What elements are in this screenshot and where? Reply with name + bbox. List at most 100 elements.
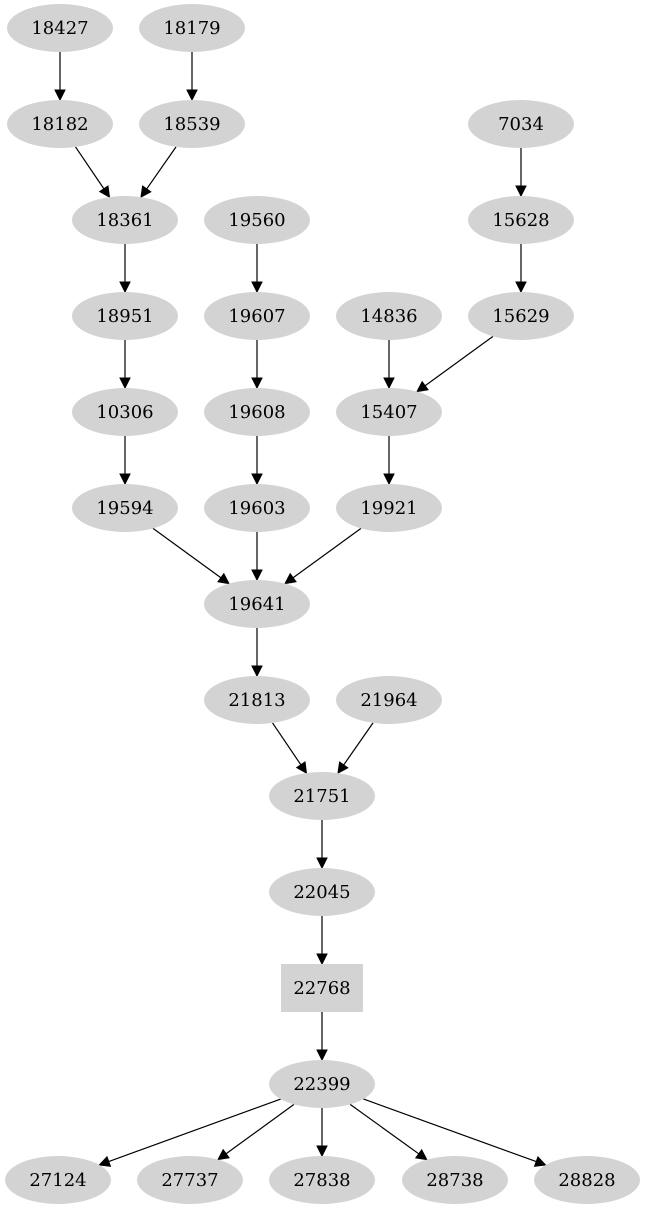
graph-node-19603[interactable]: 19603 xyxy=(204,484,310,532)
graph-node-19641[interactable]: 19641 xyxy=(204,580,310,628)
edge-22399-to-27737 xyxy=(217,1103,295,1161)
node-ellipse[interactable] xyxy=(72,484,178,532)
node-label: 7034 xyxy=(498,114,544,135)
graph-node-18179[interactable]: 18179 xyxy=(139,4,245,52)
node-label: 10306 xyxy=(96,402,153,423)
node-ellipse[interactable] xyxy=(7,4,113,52)
graph-node-18539[interactable]: 18539 xyxy=(139,100,245,148)
arrowhead-icon xyxy=(295,761,308,774)
graph-node-18427[interactable]: 18427 xyxy=(7,4,113,52)
node-ellipse[interactable] xyxy=(5,1156,111,1204)
node-ellipse[interactable] xyxy=(204,580,310,628)
node-label: 28738 xyxy=(426,1170,483,1191)
arrowhead-icon xyxy=(251,665,263,678)
node-label: 28828 xyxy=(558,1170,615,1191)
graph-node-10306[interactable]: 10306 xyxy=(72,388,178,436)
graph-node-19560[interactable]: 19560 xyxy=(204,196,310,244)
graph-node-27737[interactable]: 27737 xyxy=(137,1156,243,1204)
node-ellipse[interactable] xyxy=(72,196,178,244)
edges-layer xyxy=(54,52,547,1167)
edge-15628-to-15629 xyxy=(515,244,527,294)
edge-19641-to-21813 xyxy=(251,628,263,678)
node-ellipse[interactable] xyxy=(139,100,245,148)
node-label: 18539 xyxy=(163,114,220,135)
edge-19608-to-19603 xyxy=(251,436,263,486)
graph-node-28828[interactable]: 28828 xyxy=(534,1156,640,1204)
graph-node-15628[interactable]: 15628 xyxy=(468,196,574,244)
node-label: 15629 xyxy=(492,306,549,327)
node-ellipse[interactable] xyxy=(72,388,178,436)
node-ellipse[interactable] xyxy=(269,1156,375,1204)
edge-line xyxy=(343,722,374,766)
node-ellipse[interactable] xyxy=(269,868,375,916)
node-ellipse[interactable] xyxy=(204,196,310,244)
graph-node-27838[interactable]: 27838 xyxy=(269,1156,375,1204)
graph-node-21751[interactable]: 21751 xyxy=(269,772,375,820)
arrowhead-icon xyxy=(284,572,297,585)
graph-node-14836[interactable]: 14836 xyxy=(336,292,442,340)
node-ellipse[interactable] xyxy=(204,676,310,724)
node-ellipse[interactable] xyxy=(269,772,375,820)
edge-15407-to-19921 xyxy=(383,436,395,486)
node-ellipse[interactable] xyxy=(204,292,310,340)
arrowhead-icon xyxy=(515,185,527,198)
graph-node-19594[interactable]: 19594 xyxy=(72,484,178,532)
edge-18182-to-18361 xyxy=(75,146,111,198)
node-ellipse[interactable] xyxy=(7,100,113,148)
node-ellipse[interactable] xyxy=(468,292,574,340)
node-label: 22045 xyxy=(293,882,350,903)
graph-node-21964[interactable]: 21964 xyxy=(336,676,442,724)
graph-node-22045[interactable]: 22045 xyxy=(269,868,375,916)
arrowhead-icon xyxy=(251,569,263,582)
node-ellipse[interactable] xyxy=(336,676,442,724)
node-label: 19607 xyxy=(228,306,285,327)
node-ellipse[interactable] xyxy=(336,484,442,532)
graph-node-19607[interactable]: 19607 xyxy=(204,292,310,340)
graph-node-7034[interactable]: 7034 xyxy=(468,100,574,148)
node-ellipse[interactable] xyxy=(402,1156,508,1204)
graph-node-18951[interactable]: 18951 xyxy=(72,292,178,340)
node-box[interactable] xyxy=(281,964,363,1012)
graph-node-15629[interactable]: 15629 xyxy=(468,292,574,340)
node-label: 15628 xyxy=(492,210,549,231)
node-label: 21751 xyxy=(293,786,350,807)
node-ellipse[interactable] xyxy=(204,484,310,532)
graph-node-22768[interactable]: 22768 xyxy=(281,964,363,1012)
graph-node-28738[interactable]: 28738 xyxy=(402,1156,508,1204)
graph-node-18361[interactable]: 18361 xyxy=(72,196,178,244)
node-ellipse[interactable] xyxy=(336,388,442,436)
node-ellipse[interactable] xyxy=(534,1156,640,1204)
arrowhead-icon xyxy=(316,953,328,966)
graph-node-21813[interactable]: 21813 xyxy=(204,676,310,724)
node-ellipse[interactable] xyxy=(72,292,178,340)
node-ellipse[interactable] xyxy=(137,1156,243,1204)
node-ellipse[interactable] xyxy=(468,100,574,148)
graph-node-19921[interactable]: 19921 xyxy=(336,484,442,532)
node-label: 18179 xyxy=(163,18,220,39)
node-label: 27124 xyxy=(29,1170,86,1191)
arrowhead-icon xyxy=(515,281,527,294)
edge-22399-to-27124 xyxy=(98,1098,281,1167)
edge-21964-to-21751 xyxy=(337,722,374,775)
node-label: 19603 xyxy=(228,498,285,519)
node-ellipse[interactable] xyxy=(204,388,310,436)
graph-node-22399[interactable]: 22399 xyxy=(269,1060,375,1108)
arrowhead-icon xyxy=(414,1148,428,1161)
node-ellipse[interactable] xyxy=(336,292,442,340)
edge-15629-to-15407 xyxy=(416,335,494,393)
node-ellipse[interactable] xyxy=(468,196,574,244)
arrowhead-icon xyxy=(383,377,395,390)
node-label: 18361 xyxy=(96,210,153,231)
node-ellipse[interactable] xyxy=(269,1060,375,1108)
arrowhead-icon xyxy=(98,1155,112,1167)
edge-19603-to-19641 xyxy=(251,532,263,582)
graph-node-19608[interactable]: 19608 xyxy=(204,388,310,436)
graph-node-27124[interactable]: 27124 xyxy=(5,1156,111,1204)
edge-line xyxy=(225,1103,295,1155)
graph-node-18182[interactable]: 18182 xyxy=(7,100,113,148)
node-ellipse[interactable] xyxy=(139,4,245,52)
graph-node-15407[interactable]: 15407 xyxy=(336,388,442,436)
arrowhead-icon xyxy=(217,1148,230,1161)
edge-21751-to-22045 xyxy=(316,820,328,870)
